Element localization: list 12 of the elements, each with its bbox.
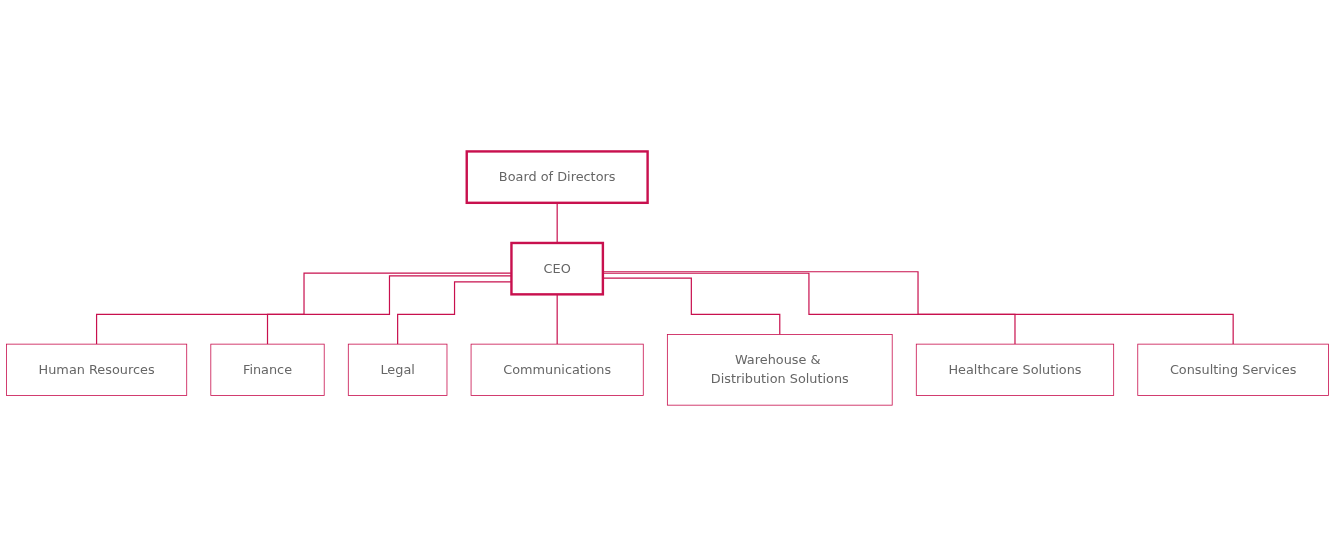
connector [602, 277, 781, 335]
node-box: Healthcare Solutions [915, 343, 1115, 396]
node-box: Human Resources [6, 343, 188, 396]
node-box: Finance [210, 343, 325, 396]
connector [602, 270, 1234, 345]
connector [602, 272, 1016, 345]
node-box: Board of Directors [465, 149, 649, 204]
node-box: CEO [510, 241, 605, 296]
node-box: Consulting Services [1137, 343, 1329, 396]
node-box: Communications [470, 343, 644, 396]
node-box: Legal [347, 343, 448, 396]
node-box: Warehouse & Distribution Solutions [666, 333, 893, 406]
